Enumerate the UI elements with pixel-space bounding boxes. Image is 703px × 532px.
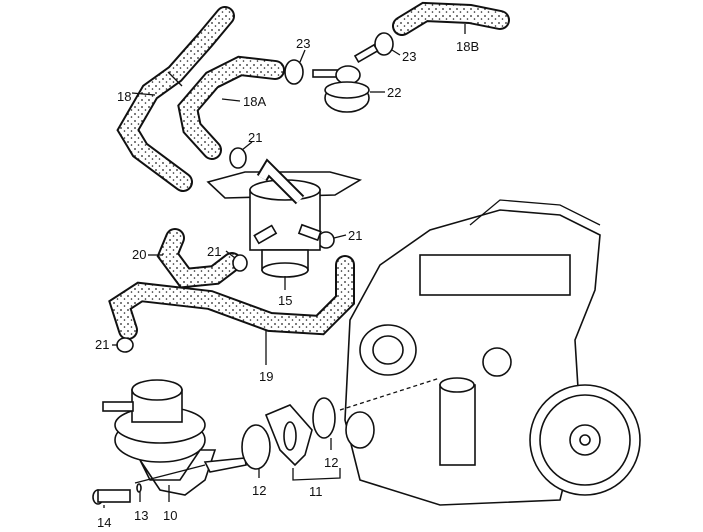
leader-lines <box>103 24 466 508</box>
label-21-right: 21 <box>348 228 362 243</box>
label-18a: 18A <box>243 94 266 109</box>
hose-20 <box>156 228 242 289</box>
flange-11 <box>264 404 313 467</box>
hose-18 <box>116 6 235 192</box>
filter-15 <box>206 158 363 278</box>
label-14: 14 <box>97 515 111 530</box>
label-22: 22 <box>387 85 401 100</box>
hose-18b <box>392 1 510 36</box>
label-21-left: 21 <box>207 244 221 259</box>
label-15: 15 <box>278 293 292 308</box>
label-21-top: 21 <box>248 130 262 145</box>
label-18b: 18B <box>456 39 479 54</box>
clip-21-pump <box>116 337 134 353</box>
gasket-12-right <box>312 397 336 439</box>
hose-19 <box>108 255 355 340</box>
label-12-right: 12 <box>324 455 338 470</box>
washer-13 <box>136 483 142 493</box>
label-11: 11 <box>309 484 323 499</box>
clip-23-left <box>284 59 304 85</box>
label-19: 19 <box>259 369 273 384</box>
valve-22 <box>312 43 379 113</box>
label-21-pump: 21 <box>95 337 109 352</box>
label-18: 18 <box>117 89 131 104</box>
clip-23-right <box>374 32 394 56</box>
label-23-right: 23 <box>402 49 416 64</box>
hose-18a <box>177 55 285 160</box>
label-23-left: 23 <box>296 36 310 51</box>
fuel-pump-10 <box>102 379 247 496</box>
clip-21-top <box>229 147 247 169</box>
label-13: 13 <box>134 508 148 523</box>
label-10: 10 <box>163 508 177 523</box>
label-20: 20 <box>132 247 146 262</box>
gasket-12-left <box>241 424 271 470</box>
engine <box>339 199 641 506</box>
label-12-left: 12 <box>252 483 266 498</box>
clip-21-left <box>232 254 248 272</box>
bolt-14 <box>92 489 131 505</box>
